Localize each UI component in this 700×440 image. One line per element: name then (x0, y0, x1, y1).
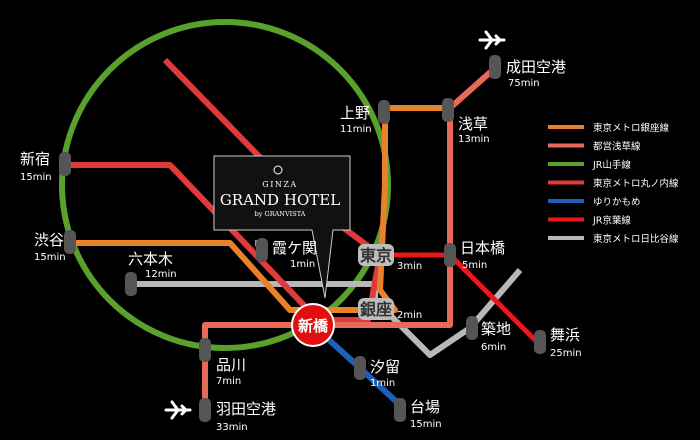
ueno-name: 上野 (340, 104, 370, 122)
shinjuku-name: 新宿 (20, 150, 50, 168)
haneda-station-marker[interactable] (199, 398, 211, 422)
origin-station-name: 新橋 (298, 317, 329, 335)
tokyo-station-name: 東京 (360, 246, 392, 265)
narita-name: 成田空港 (506, 58, 566, 76)
airplane-icon (478, 30, 506, 50)
shibuya-time: 15min (34, 252, 66, 263)
maihama-name: 舞浜 (550, 326, 580, 344)
shibuya-station-marker[interactable] (64, 230, 76, 254)
airplane-icon (164, 400, 192, 420)
shinjuku-time: 15min (20, 172, 52, 183)
roppongi-station-marker[interactable] (125, 272, 137, 296)
hotel-callout-box (213, 155, 351, 299)
maihama-station-marker[interactable] (534, 330, 546, 354)
shinagawa-name: 品川 (216, 356, 246, 374)
tokyo-station-badge[interactable] (358, 244, 394, 266)
daiba-station-marker[interactable] (394, 398, 406, 422)
asakusa-name: 浅草 (458, 115, 488, 133)
legend-label: JR山手線 (592, 159, 631, 171)
hotel-callout[interactable]: GINZA GRAND HOTEL by GRANVISTA (213, 155, 351, 299)
hotel-name-line3: by GRANVISTA (255, 210, 306, 218)
ueno-time: 11min (340, 124, 372, 135)
legend-label: ゆりかもめ (593, 197, 641, 208)
kasumigaseki-name: 霞ケ関 (272, 239, 317, 257)
narita-time: 75min (508, 78, 540, 89)
shibuya-name: 渋谷 (34, 231, 64, 249)
daiba-name: 台場 (410, 398, 440, 416)
tokyo-time: 3min (397, 261, 422, 272)
tsukiji-name: 築地 (481, 320, 511, 338)
nihonbashi-station-marker[interactable] (444, 243, 456, 267)
maihama-time: 25min (550, 348, 582, 359)
legend-label: JR京葉線 (592, 215, 631, 227)
legend-label: 都営浅草線 (593, 141, 641, 153)
roppongi-time: 12min (145, 269, 177, 280)
legend-label: 東京メトロ日比谷線 (593, 233, 679, 245)
shiodome-station-marker[interactable] (354, 356, 366, 380)
nihonbashi-name: 日本橋 (460, 239, 505, 257)
shiodome-time: 1min (370, 378, 395, 389)
asakusa-line (202, 65, 497, 360)
kasumigaseki-time: 1min (290, 259, 315, 270)
haneda-name: 羽田空港 (216, 400, 276, 418)
ginza-station-badge[interactable] (358, 298, 394, 320)
shinagawa-time: 7min (216, 376, 241, 387)
shinagawa-station-marker[interactable] (199, 338, 211, 362)
hotel-emblem-icon (273, 165, 283, 175)
asakusa-time: 13min (458, 134, 490, 145)
narita-station-marker[interactable] (489, 55, 501, 79)
shiodome-name: 汐留 (370, 358, 400, 376)
kasumigaseki-station-marker[interactable] (256, 238, 268, 262)
ueno-station-marker[interactable] (378, 100, 390, 124)
legend-label: 東京メトロ丸ノ内線 (593, 178, 679, 190)
shinjuku-station-marker[interactable] (59, 152, 71, 176)
hotel-name-line1: GINZA (262, 180, 297, 189)
tsukiji-time: 6min (481, 342, 506, 353)
tsukiji-station-marker[interactable] (466, 316, 478, 340)
ginza-time: 2min (397, 310, 422, 321)
ginza-station-name: 銀座 (360, 300, 392, 319)
roppongi-name: 六本木 (128, 250, 173, 268)
nihonbashi-time: 5min (462, 260, 487, 271)
haneda-time: 33min (216, 422, 248, 433)
daiba-time: 15min (410, 419, 442, 430)
asakusa-station-marker[interactable] (442, 98, 454, 122)
hotel-name-line2: GRAND HOTEL (220, 191, 340, 209)
shimbashi-origin-marker[interactable] (291, 303, 335, 347)
legend-label: 東京メトロ銀座線 (593, 122, 670, 134)
